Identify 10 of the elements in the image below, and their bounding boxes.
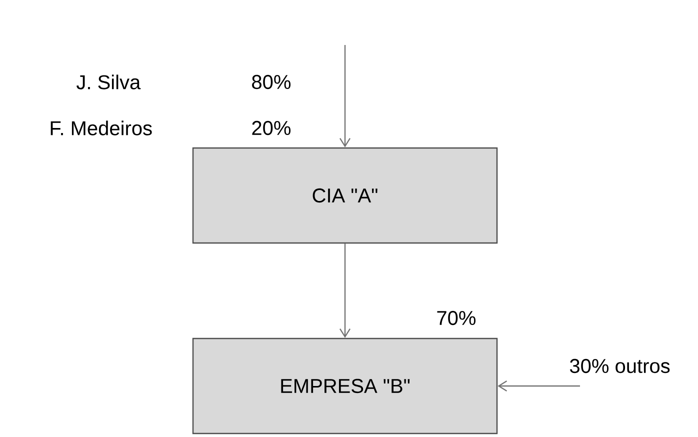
shareholder-label: J. Silva xyxy=(76,74,141,90)
shareholder-label: F. Medeiros xyxy=(50,120,152,136)
edge-label: 70% xyxy=(435,310,478,326)
shareholder-label: 80% xyxy=(252,74,290,90)
arrow xyxy=(340,45,351,148)
arrow xyxy=(498,380,580,392)
edge-label: 30% outros xyxy=(568,358,672,374)
company-box: EMPRESA "B" xyxy=(192,338,498,434)
company-box: CIA "A" xyxy=(192,147,498,244)
arrow xyxy=(340,244,351,338)
